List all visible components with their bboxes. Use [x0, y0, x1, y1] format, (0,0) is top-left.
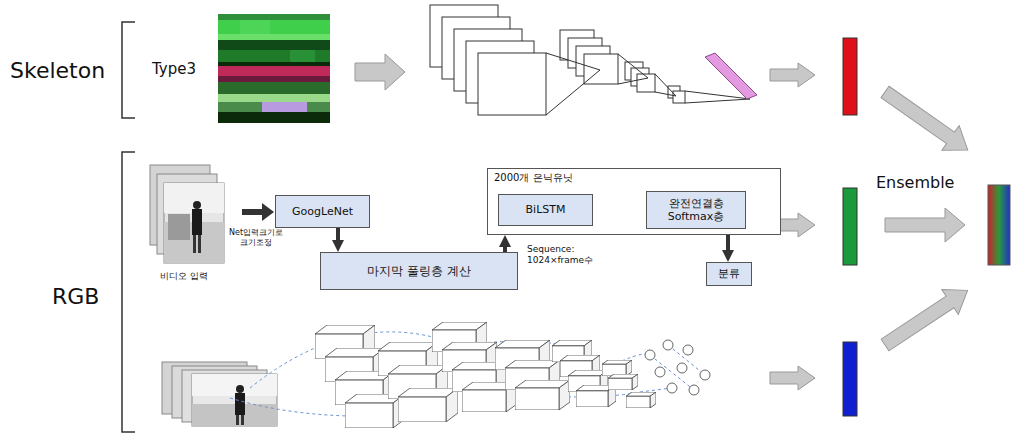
node-text: 2000개 은닉유닛	[494, 172, 774, 184]
sequence-label: Sequence: 1024×frame수	[527, 244, 597, 266]
score-bar	[843, 342, 857, 416]
step-label: Net입력크기로 크기조정	[226, 228, 286, 247]
type-label: Type3	[152, 60, 196, 78]
score-bar	[843, 188, 857, 265]
connector-arrow	[336, 228, 340, 252]
process-box: 완전연결층 Softmax층	[646, 191, 746, 229]
dashed-link	[230, 332, 705, 416]
node-text: GoogLeNet	[292, 205, 353, 218]
fc-layer	[705, 53, 757, 99]
ensemble-bar	[988, 185, 1010, 265]
modality-label: RGB	[52, 284, 99, 310]
block-arrow	[885, 208, 965, 242]
group-box: 2000개 은닉유닛 BiLSTM 완전연결층 Softmax층	[487, 168, 781, 235]
node-text: 분류	[718, 267, 740, 280]
block-arrow	[770, 63, 815, 87]
process-box: GoogLeNet	[275, 195, 370, 228]
caption-label: 비디오 입력	[160, 271, 208, 282]
video-frames	[150, 165, 224, 263]
neuron	[645, 340, 710, 395]
block-arrow	[355, 54, 405, 90]
bracket	[122, 22, 135, 118]
block-arrow	[876, 80, 976, 163]
block-arrow	[877, 278, 976, 358]
input-arrow	[242, 203, 274, 221]
node-text: 완전연결층 Softmax층	[655, 197, 737, 223]
process-box: BiLSTM	[498, 194, 593, 226]
process-box: 마지막 풀링층 계산	[320, 252, 518, 290]
video-frames	[162, 362, 277, 426]
cnn-layers	[430, 5, 750, 115]
conv3d-blocks	[315, 322, 656, 428]
bracket	[122, 152, 135, 432]
modality-label: Skeleton	[10, 58, 105, 84]
ensemble-label: Ensemble	[876, 173, 954, 192]
connector-arrow	[503, 235, 507, 252]
node-text: BiLSTM	[526, 203, 566, 216]
score-bar	[843, 38, 857, 115]
node-text: 마지막 풀링층 계산	[367, 264, 471, 278]
skeleton-image	[218, 14, 330, 123]
block-arrow	[770, 366, 815, 390]
output-box: 분류	[706, 262, 752, 286]
